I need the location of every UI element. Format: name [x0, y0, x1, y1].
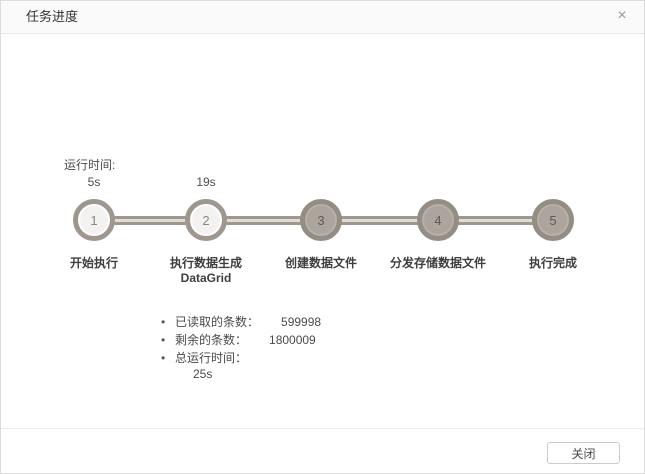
dialog-title: 任务进度 — [26, 9, 79, 24]
close-icon[interactable]: × — [617, 7, 627, 24]
dialog-footer: 关闭 — [1, 428, 644, 473]
step-circle-4: 4 — [417, 199, 459, 241]
step-label-datagrid: 执行数据生成 DataGrid — [131, 256, 281, 286]
stat-total-runtime: • 总运行时间： — [161, 349, 321, 367]
close-button[interactable]: 关闭 — [547, 442, 620, 464]
step-time-2: 19s — [196, 175, 216, 189]
dialog-header: 任务进度 × — [1, 1, 644, 34]
step-label-datagrid-line1: 执行数据生成 — [169, 256, 242, 270]
stat-read-count: • 已读取的条数： 599998 — [161, 313, 321, 331]
bullet-icon: • — [161, 333, 166, 347]
step-time-1: 5s — [87, 175, 101, 189]
stat-read-count-value: 599998 — [281, 315, 322, 329]
step-label-complete: 执行完成 — [528, 256, 577, 270]
step-number-2: 2 — [202, 212, 210, 228]
step-circle-5: 5 — [532, 199, 574, 241]
step-label-distribute-file: 分发存储数据文件 — [389, 256, 486, 270]
bullet-icon: • — [161, 315, 166, 329]
step-label-create-file: 创建数据文件 — [284, 256, 357, 270]
step-number-5: 5 — [549, 212, 557, 228]
step-number-3: 3 — [317, 212, 325, 228]
stat-remaining-count-label: 剩余的条数： — [175, 333, 248, 347]
dialog-body: 运行时间: 5s 19s 1 2 3 4 5 开始执行 执行数据生成 DataG… — [1, 34, 644, 428]
stat-remaining-count: • 剩余的条数： 1800009 — [161, 331, 321, 349]
step-circle-1: 1 — [73, 199, 115, 241]
step-circle-2: 2 — [185, 199, 227, 241]
stat-read-count-label: 已读取的条数： — [175, 315, 260, 329]
runtime-label: 运行时间: — [64, 158, 116, 172]
step-circle-3: 3 — [300, 199, 342, 241]
step-label-start: 开始执行 — [69, 256, 118, 270]
stat-total-runtime-value: 25s — [193, 367, 213, 381]
step-label-datagrid-line2: DataGrid — [180, 271, 232, 285]
step-number-4: 4 — [434, 212, 442, 228]
stats-list: • 已读取的条数： 599998 • 剩余的条数： 1800009 • 总运行时间： 25… — [161, 313, 321, 383]
stat-remaining-count-value: 1800009 — [269, 333, 316, 347]
stat-total-runtime-label: 总运行时间： — [175, 351, 248, 365]
bullet-icon: • — [161, 351, 166, 365]
step-number-1: 1 — [90, 212, 98, 228]
